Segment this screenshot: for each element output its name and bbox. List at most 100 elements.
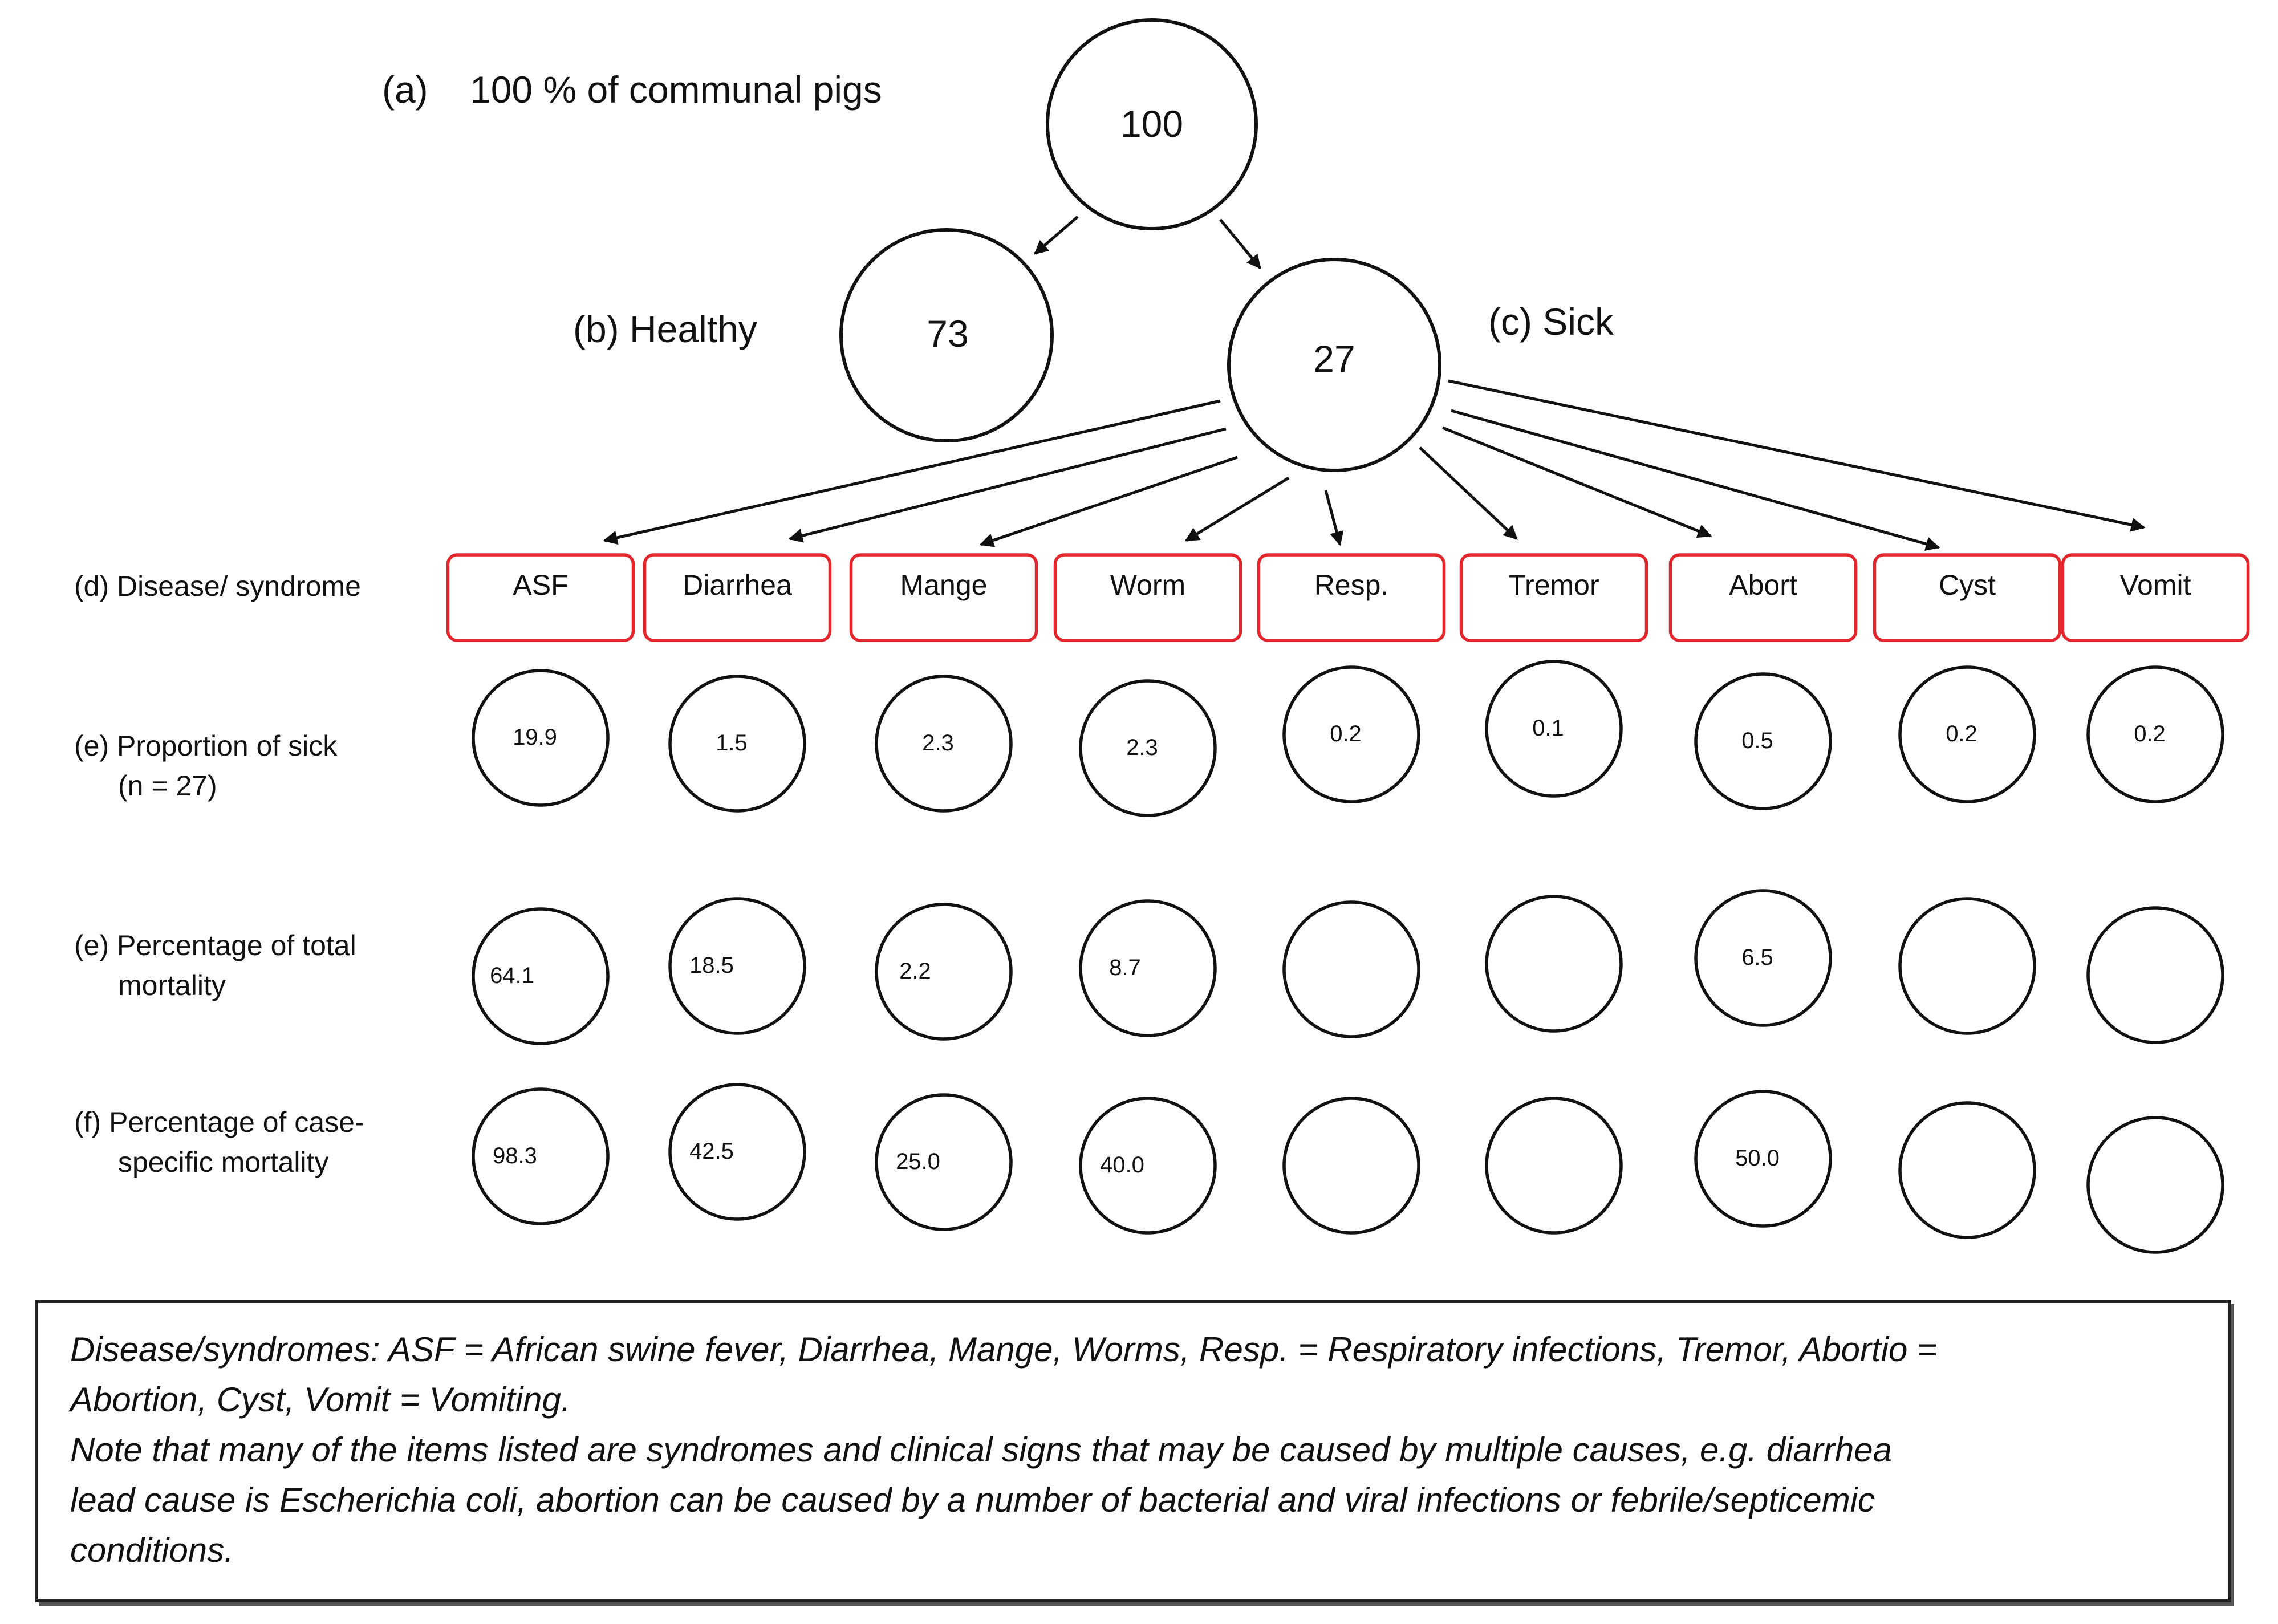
healthy-value: 73 — [927, 312, 968, 355]
value-circle-case-specific-mortality-resp — [1282, 1097, 1420, 1235]
arrow-sick-to-asf — [603, 399, 1221, 545]
value-case-specific-mortality-worm: 40.0 — [1100, 1152, 1144, 1178]
healthy-label: (b) Healthy — [573, 308, 757, 350]
sick-circle — [1227, 258, 1441, 472]
value-circle-case-specific-mortality-vomit — [2086, 1116, 2224, 1254]
value-proportion-of-sick-asf: 19.9 — [513, 725, 557, 750]
disease-label-asf: ASF — [513, 569, 568, 601]
disease-column-mange: Mange 2.3 2.2 25.0 — [849, 553, 1038, 1231]
arrow-sick-to-mange — [979, 456, 1238, 547]
total-mortality-row-label-2: mortality — [118, 969, 226, 1001]
disease-label-diarrhea: Diarrhea — [683, 569, 792, 601]
disease-column-cyst: Cyst 0.2 — [1873, 553, 2062, 1239]
disease-column-worm: Worm 2.3 8.7 40.0 — [1053, 553, 1242, 1235]
total-mortality-row-label-1: (e) Percentage of total — [74, 929, 356, 961]
value-case-specific-mortality-asf: 98.3 — [493, 1143, 537, 1168]
value-circle-total-mortality-abort — [1694, 889, 1832, 1027]
disease-column-asf: ASF 19.9 64.1 98.3 — [446, 553, 635, 1225]
value-circle-proportion-of-sick-tremor — [1485, 660, 1623, 798]
value-circle-case-specific-mortality-diarrhea — [668, 1083, 806, 1221]
case-mortality-row-label-2: specific mortality — [118, 1146, 329, 1178]
value-circle-proportion-of-sick-mange — [875, 675, 1013, 813]
note-line-1: Disease/syndromes: ASF = African swine f… — [70, 1330, 1938, 1369]
disease-box-mange — [849, 553, 1038, 642]
sick-value: 27 — [1313, 338, 1355, 380]
note-box: Disease/syndromes: ASF = African swine f… — [35, 1300, 2231, 1602]
disease-column-resp: Resp. 0.2 — [1257, 553, 1446, 1235]
value-proportion-of-sick-diarrhea: 1.5 — [716, 730, 748, 756]
root-label: (a) 100 % of communal pigs — [382, 68, 882, 111]
note-line-5: conditions. — [70, 1531, 234, 1569]
disease-label-mange: Mange — [900, 569, 988, 601]
value-circle-total-mortality-mange — [875, 903, 1013, 1041]
value-total-mortality-worm: 8.7 — [1109, 955, 1141, 980]
arrow-root-to-sick — [1219, 218, 1261, 269]
arrow-sick-to-cyst — [1451, 409, 1940, 551]
value-circle-proportion-of-sick-resp — [1282, 665, 1420, 803]
value-total-mortality-asf: 64.1 — [490, 963, 534, 988]
value-circle-case-specific-mortality-cyst — [1898, 1101, 2036, 1239]
value-circle-case-specific-mortality-worm — [1079, 1097, 1217, 1235]
healthy-circle — [839, 228, 1054, 442]
branch-arrows — [603, 379, 2146, 551]
value-proportion-of-sick-worm: 2.3 — [1126, 735, 1158, 760]
note-line-2: Abortion, Cyst, Vomit = Vomiting. — [70, 1381, 571, 1419]
disease-label-worm: Worm — [1110, 569, 1185, 601]
note-line-3: Note that many of the items listed are s… — [70, 1431, 1892, 1469]
arrow-sick-to-abort — [1442, 426, 1712, 538]
sick-label: (c) Sick — [1488, 301, 1614, 343]
arrow-sick-to-diarrhea — [788, 427, 1227, 543]
root-circle — [1046, 18, 1258, 230]
disease-box-vomit — [2061, 553, 2250, 642]
arrow-root-to-healthy — [1034, 216, 1079, 255]
value-circle-total-mortality-cyst — [1898, 897, 2036, 1035]
value-circle-total-mortality-asf — [472, 907, 610, 1045]
value-proportion-of-sick-mange: 2.3 — [922, 730, 954, 756]
arrow-sick-to-resp — [1324, 490, 1344, 546]
disease-label-abort: Abort — [1729, 569, 1797, 601]
value-circle-total-mortality-vomit — [2086, 906, 2224, 1044]
value-circle-case-specific-mortality-tremor — [1485, 1097, 1623, 1235]
healthy-node: (b) Healthy 73 — [573, 228, 1054, 442]
value-circle-case-specific-mortality-abort — [1694, 1090, 1832, 1228]
value-circle-case-specific-mortality-asf — [472, 1087, 610, 1225]
value-circle-total-mortality-worm — [1079, 899, 1217, 1037]
value-case-specific-mortality-mange: 25.0 — [896, 1149, 940, 1174]
value-proportion-of-sick-vomit: 0.2 — [2134, 721, 2166, 746]
value-proportion-of-sick-cyst: 0.2 — [1946, 721, 1977, 746]
disease-box-tremor — [1459, 553, 1648, 642]
value-proportion-of-sick-tremor: 0.1 — [1532, 716, 1564, 741]
disease-box-diarrhea — [643, 553, 832, 642]
disease-label-resp: Resp. — [1314, 569, 1389, 601]
value-circle-total-mortality-tremor — [1485, 895, 1623, 1033]
disease-label-cyst: Cyst — [1939, 569, 1996, 601]
row-labels: (d) Disease/ syndrome (e) Proportion of … — [74, 570, 364, 1178]
disease-columns: ASF19.964.198.3Diarrhea1.518.542.5Mange2… — [446, 553, 2250, 1254]
value-circle-proportion-of-sick-asf — [472, 669, 610, 807]
value-circle-proportion-of-sick-cyst — [1898, 665, 2036, 803]
top-arrows — [1034, 216, 1261, 269]
proportion-row-label-1: (e) Proportion of sick — [74, 730, 338, 762]
arrow-sick-to-vomit — [1448, 379, 2146, 532]
disease-box-asf — [446, 553, 635, 642]
value-circle-total-mortality-diarrhea — [668, 897, 806, 1035]
case-mortality-row-label-1: (f) Percentage of case- — [74, 1106, 364, 1138]
disease-row-label: (d) Disease/ syndrome — [74, 570, 361, 602]
value-circle-total-mortality-resp — [1282, 900, 1420, 1038]
value-total-mortality-mange: 2.2 — [899, 959, 931, 984]
value-proportion-of-sick-abort: 0.5 — [1741, 728, 1773, 753]
value-proportion-of-sick-resp: 0.2 — [1330, 721, 1362, 746]
value-circle-proportion-of-sick-vomit — [2086, 665, 2224, 803]
disease-box-worm — [1053, 553, 1242, 642]
value-circle-proportion-of-sick-diarrhea — [668, 675, 806, 813]
value-case-specific-mortality-diarrhea: 42.5 — [689, 1139, 734, 1164]
root-value: 100 — [1120, 103, 1183, 145]
value-circle-case-specific-mortality-mange — [875, 1093, 1013, 1231]
value-circle-proportion-of-sick-abort — [1694, 672, 1832, 810]
arrow-sick-to-worm — [1184, 476, 1290, 542]
